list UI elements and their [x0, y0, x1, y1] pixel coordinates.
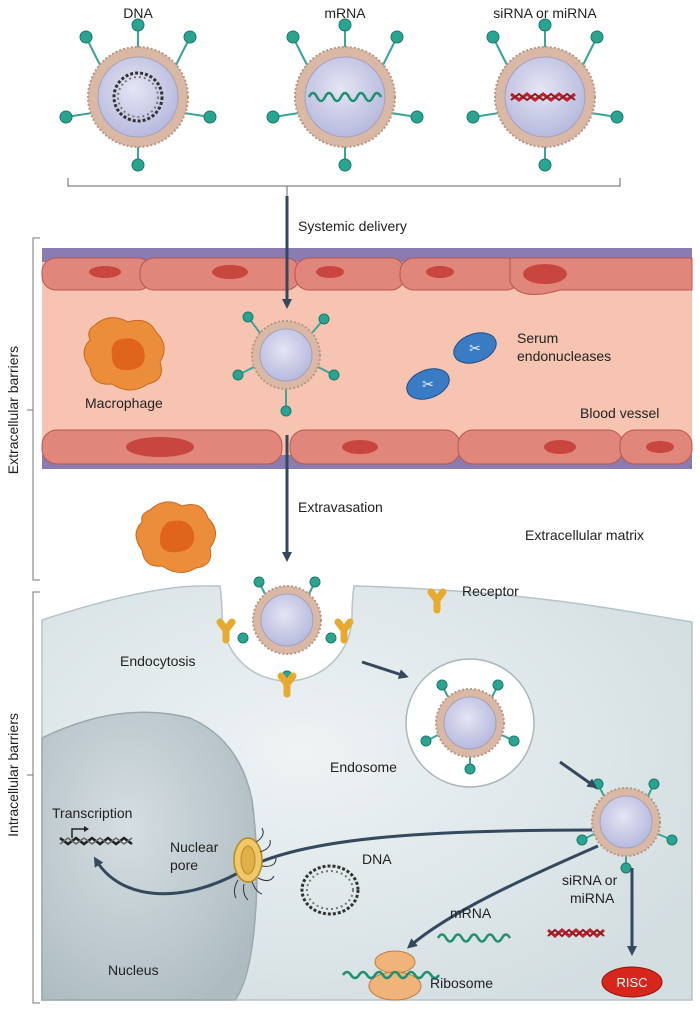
blood-vessel: Macrophage ✂ ✂ Serum endonucleases Blood…	[41, 248, 693, 469]
svg-text:✂: ✂	[422, 376, 434, 392]
sirna-label-1: siRNA or	[562, 872, 618, 888]
blood-vessel-label: Blood vessel	[580, 405, 659, 421]
cargo-bracket	[67, 178, 621, 187]
risc-label: RISC	[616, 975, 647, 990]
mrna-strand-icon	[307, 91, 383, 103]
nucleus-label: Nucleus	[108, 962, 159, 978]
upper-endothelium	[41, 257, 693, 295]
sirna-cargo-label: siRNA or miRNA	[493, 5, 597, 21]
lipid-nanoparticle-circulating	[232, 311, 340, 417]
serum-endonucleases-label-2: endonucleases	[517, 348, 611, 364]
sirna-duplex-icon	[510, 92, 576, 102]
extracellular-matrix-label: Extracellular matrix	[525, 527, 644, 543]
extracellular-barriers-label: Extracellular barriers	[5, 346, 21, 474]
nuclear-pore-icon	[233, 827, 277, 901]
free-mrna-icon	[436, 933, 512, 943]
intracellular-barriers-label: Intracellular barriers	[5, 713, 21, 837]
transcription-label: Transcription	[52, 805, 132, 821]
endocytosis-label: Endocytosis	[120, 653, 195, 669]
macrophage-icon	[83, 317, 165, 391]
mrna-to-ribosome-arrow	[406, 844, 599, 949]
top-panel: DNA mRNA siRNA or miRNA	[59, 5, 624, 196]
endosome	[405, 658, 535, 788]
endosome-label: Endosome	[330, 759, 397, 775]
lipid-nanoparticle-dna	[59, 18, 217, 172]
serum-endonucleases-label-1: Serum	[517, 330, 558, 346]
lipid-nanoparticle-endocytosis	[237, 576, 337, 682]
macrophage-label: Macrophage	[85, 395, 163, 411]
endosomal-escape-arrow	[559, 760, 598, 789]
lipid-nanoparticle-sirna	[466, 18, 624, 172]
lower-endothelium	[41, 429, 693, 465]
systemic-delivery-label: Systemic delivery	[298, 218, 407, 234]
nuclear-pore-label-2: pore	[170, 857, 198, 873]
mrna-cargo-label: mRNA	[324, 5, 366, 21]
lipid-nanoparticle-mrna	[266, 18, 424, 172]
tissue-macrophage-icon	[135, 501, 216, 573]
side-brackets: Extracellular barriers Intracellular bar…	[5, 237, 40, 1004]
free-plasmid-dna-icon	[300, 864, 360, 916]
to-endosome-arrow	[361, 660, 409, 679]
target-cell: Nucleus Receptor Endocytosis	[41, 576, 693, 1001]
dna-cargo-label: DNA	[123, 5, 153, 21]
svg-text:✂: ✂	[469, 340, 481, 356]
transcription-dna-icon	[59, 826, 133, 846]
nuclear-pore-label-1: Nuclear	[170, 839, 219, 855]
extravasation-label: Extravasation	[298, 499, 383, 515]
receptor-label: Receptor	[462, 583, 519, 599]
sirna-label-2: miRNA	[570, 890, 615, 906]
ribosome-icon	[341, 950, 441, 1001]
lipid-nanoparticle-escaped	[576, 778, 678, 874]
nucleus	[41, 711, 258, 1001]
mrna-label: mRNA	[450, 905, 492, 921]
free-sirna-icon	[547, 928, 605, 938]
endonuclease-icon: ✂ ✂	[406, 332, 497, 400]
plasmid-dna-icon	[112, 71, 164, 123]
risc-complex-icon	[601, 966, 663, 998]
receptor-icon	[216, 588, 447, 698]
dna-label: DNA	[362, 851, 392, 867]
ribosome-label: Ribosome	[430, 975, 493, 991]
